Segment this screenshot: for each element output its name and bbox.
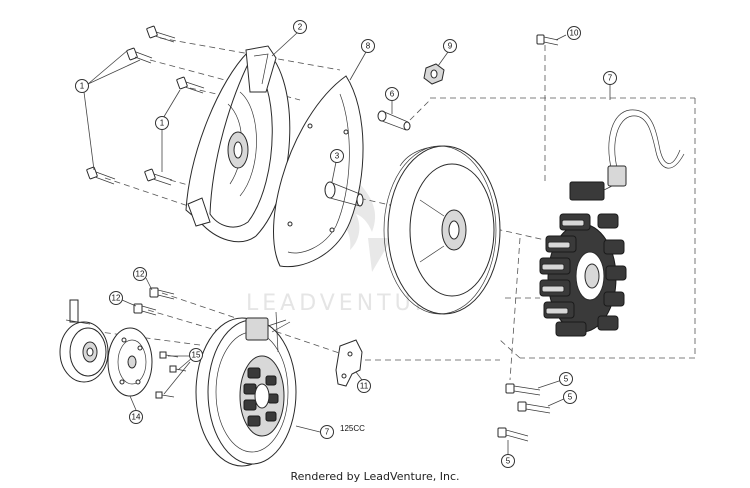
svg-text:3: 3 [335,152,340,161]
callout-5: 5 [501,454,515,468]
callout-12: 12 [133,267,147,281]
svg-text:5: 5 [506,457,511,466]
svg-text:5: 5 [564,375,569,384]
bolt-set-5 [497,383,551,442]
watermark-logo [340,180,392,272]
svg-text:5: 5 [568,393,573,402]
dowel-pin [377,110,411,131]
svg-text:12: 12 [112,294,121,303]
bolt-set-upper [86,25,205,186]
small-screws-15 [155,351,187,399]
callout-7: 7 [603,71,617,85]
callout-9: 9 [443,39,457,53]
drive-plate [107,327,153,397]
callout-5: 5 [559,372,573,386]
recoil-starter-housing [185,45,291,243]
svg-text:2: 2 [298,23,303,32]
callout-11: 11 [357,379,371,393]
footer-credit: Rendered by LeadVenture, Inc. [290,470,460,483]
bolt [146,25,176,43]
svg-text:14: 14 [132,413,141,422]
bolt-set-12 [133,287,175,316]
svg-text:11: 11 [360,382,369,391]
bolt [133,303,157,316]
callout-7: 7 [320,425,334,439]
callout-8: 8 [361,39,375,53]
bolt [126,47,153,64]
leader-lines [83,31,611,456]
svg-text:7: 7 [325,428,330,437]
callout-14: 14 [129,410,143,424]
bolt [144,168,173,186]
flywheel [383,145,501,315]
bolt-10 [536,34,559,46]
variant-note: 125CC [340,424,365,433]
callout-15: 15 [189,348,203,362]
nut [423,63,445,85]
svg-text:15: 15 [192,351,201,360]
callout-5: 5 [563,390,577,404]
svg-text:12: 12 [136,270,145,279]
svg-text:8: 8 [366,42,371,51]
callout-1: 1 [75,79,89,93]
svg-text:6: 6 [390,90,395,99]
bracket [335,339,363,387]
callouts: 1 1 2 3 5 5 5 6 7 7 8 9 10 11 12 12 14 1… [75,20,617,468]
bolt [517,401,551,414]
bolt [86,166,116,185]
coil-windings [243,367,279,427]
svg-text:1: 1 [80,82,85,91]
stator-core [539,213,627,337]
bolt [176,76,205,94]
gasket [273,75,364,268]
callout-1: 1 [155,116,169,130]
svg-text:10: 10 [570,29,579,38]
bolt [497,427,529,442]
stator [539,109,685,337]
bolt [505,383,541,396]
callout-3: 3 [330,149,344,163]
shaft [324,181,364,207]
callout-12: 12 [109,291,123,305]
magneto-assembly-125cc [195,311,297,467]
svg-text:9: 9 [448,42,453,51]
callout-6: 6 [385,87,399,101]
svg-text:1: 1 [160,119,165,128]
callout-2: 2 [293,20,307,34]
callout-10: 10 [567,26,581,40]
bolt [149,287,175,300]
brake-drum [59,299,109,383]
svg-text:7: 7 [608,74,613,83]
